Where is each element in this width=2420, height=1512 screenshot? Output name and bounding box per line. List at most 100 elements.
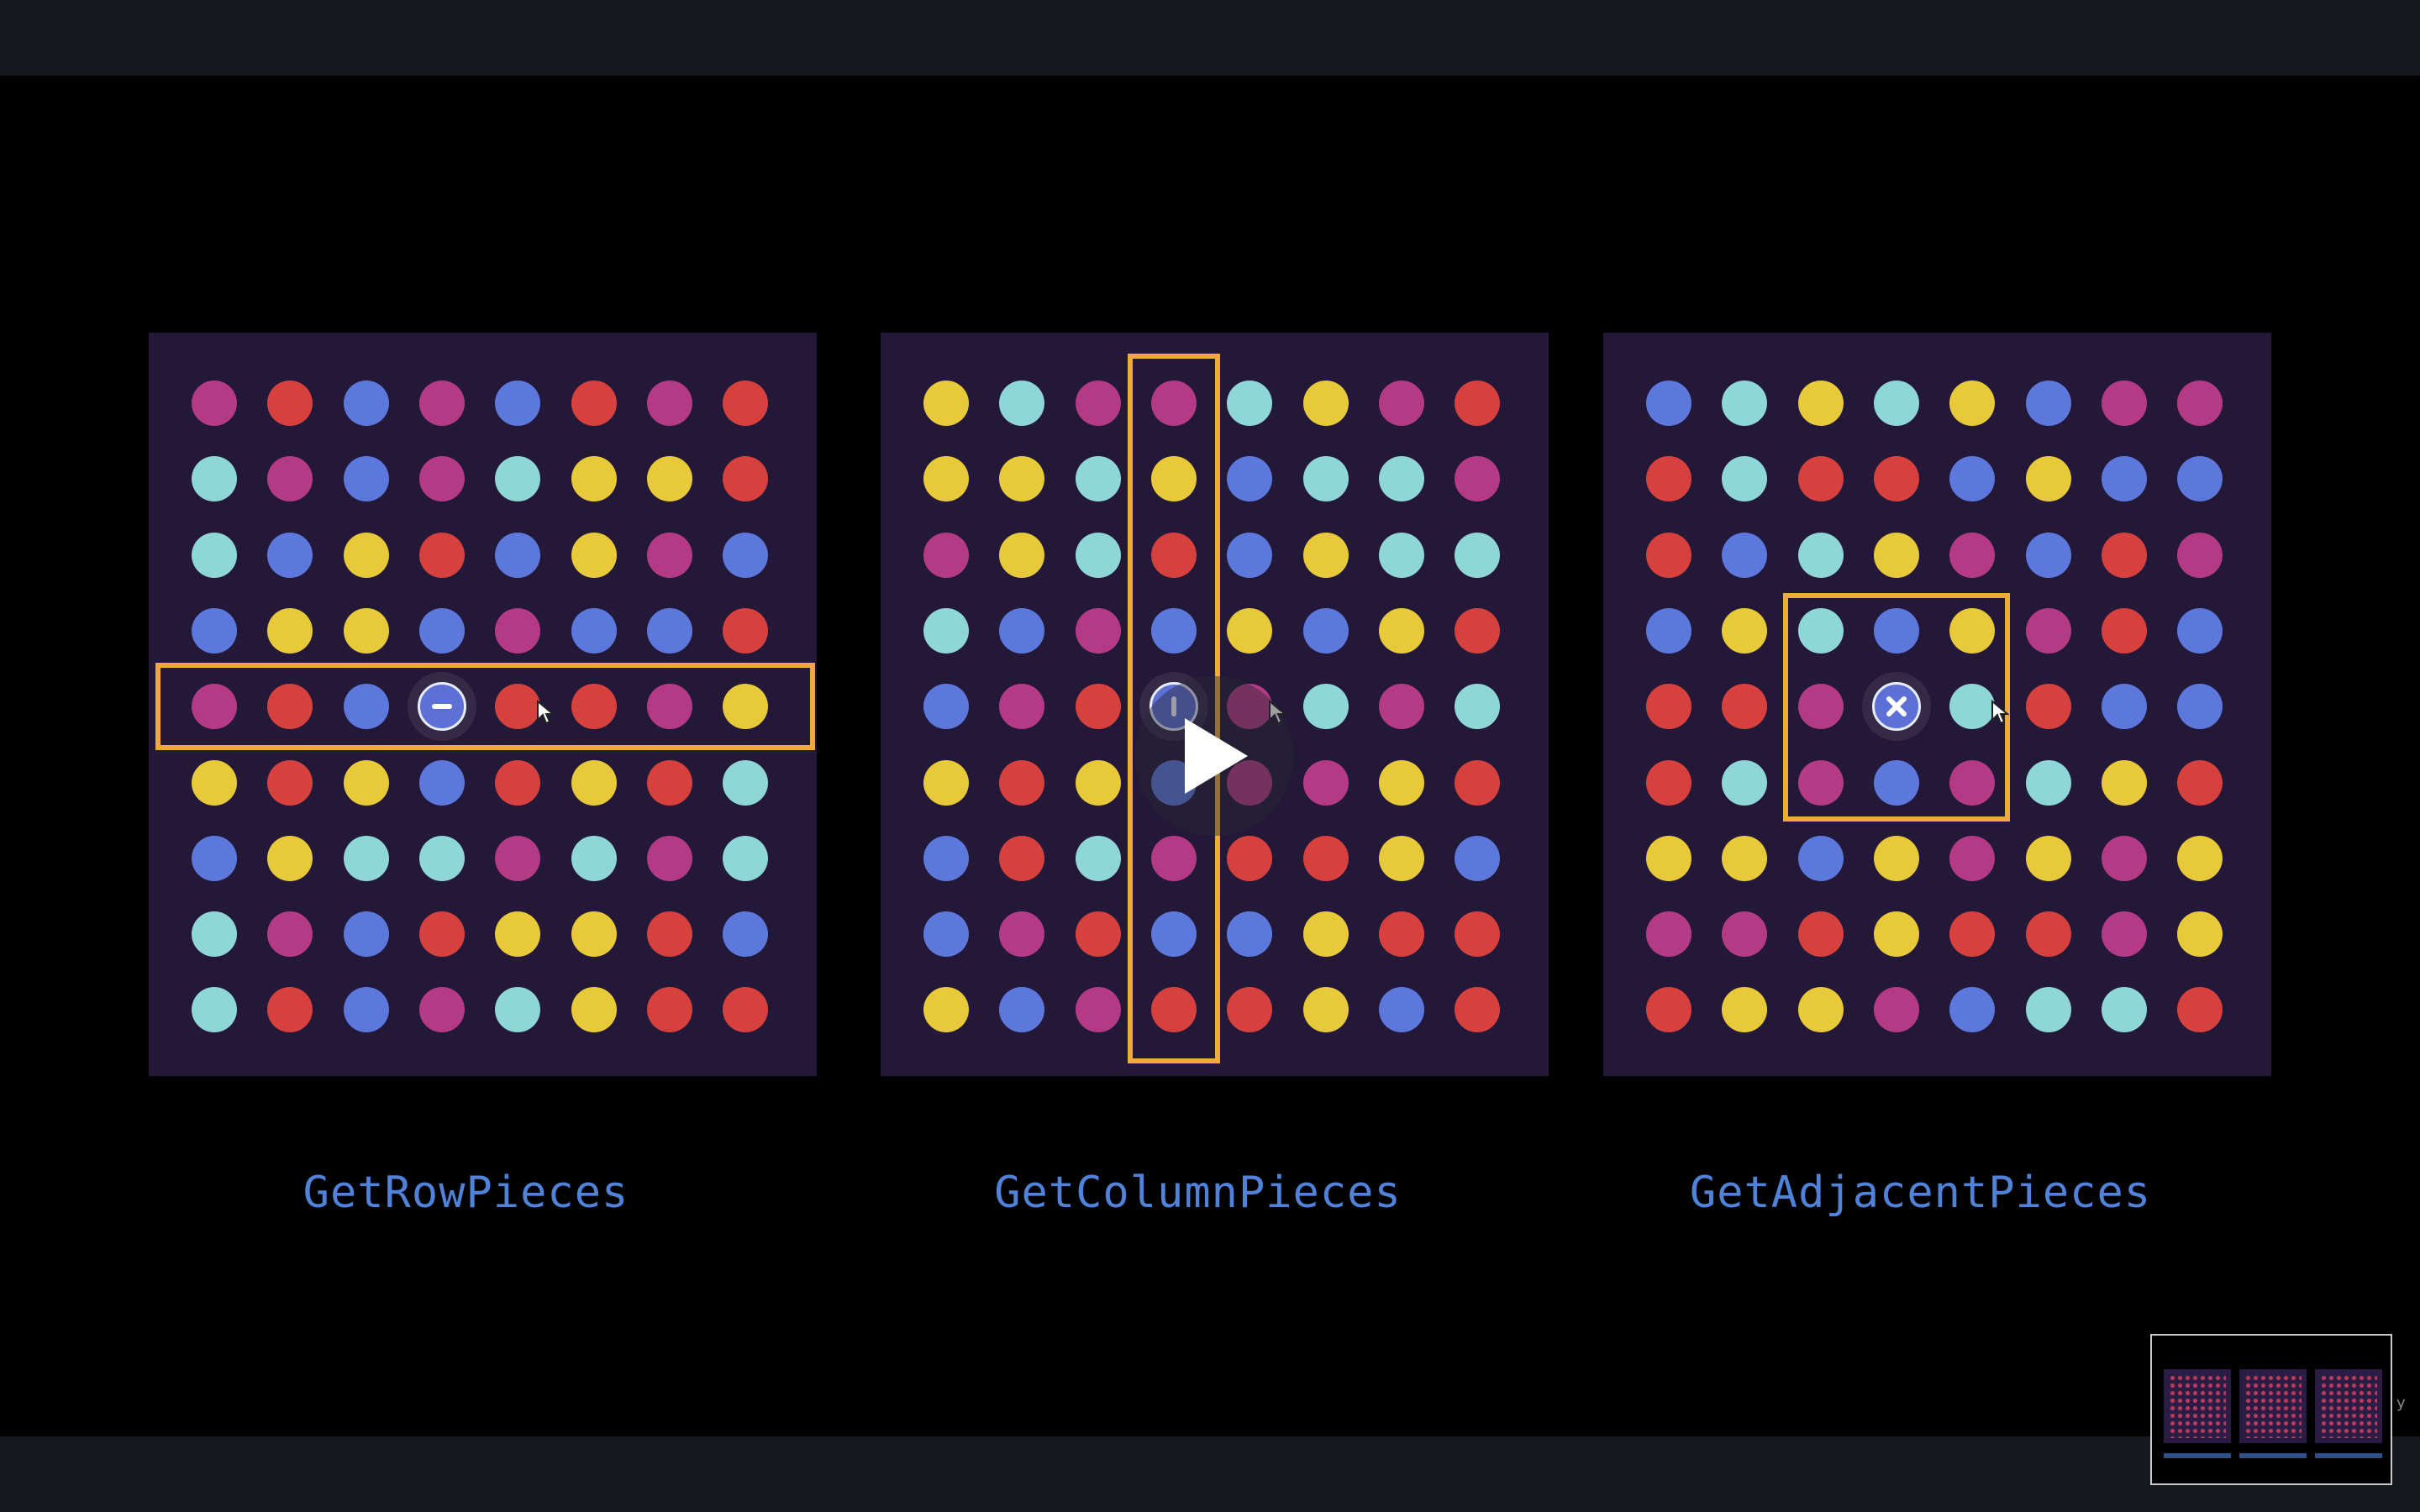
game-piece[interactable] [1797, 759, 1844, 806]
game-piece[interactable] [1646, 607, 1691, 654]
game-piece[interactable] [1075, 835, 1121, 881]
game-piece[interactable] [2177, 759, 2223, 806]
game-piece[interactable] [1227, 381, 1273, 426]
game-piece[interactable] [1646, 684, 1691, 730]
game-piece[interactable] [192, 532, 237, 578]
game-piece[interactable] [2177, 835, 2223, 881]
game-piece[interactable] [2025, 607, 2071, 654]
game-piece[interactable] [1302, 911, 1349, 958]
game-piece[interactable] [571, 607, 617, 654]
game-piece[interactable] [1797, 987, 1844, 1033]
game-piece[interactable] [1722, 456, 1768, 502]
game-piece[interactable] [1227, 835, 1273, 881]
game-piece[interactable] [495, 607, 541, 654]
game-piece[interactable] [1797, 456, 1844, 502]
game-piece[interactable] [495, 456, 541, 502]
game-piece[interactable] [1227, 607, 1273, 654]
game-piece[interactable] [1455, 532, 1501, 578]
game-piece[interactable] [1455, 684, 1501, 730]
game-piece[interactable] [1150, 911, 1197, 958]
game-piece[interactable] [923, 607, 969, 654]
game-piece[interactable] [1378, 532, 1424, 578]
game-piece[interactable] [1722, 381, 1768, 426]
game-piece[interactable] [1646, 456, 1691, 502]
game-piece[interactable] [1378, 987, 1424, 1033]
game-piece[interactable] [571, 759, 617, 806]
game-piece[interactable] [2177, 911, 2223, 958]
game-piece[interactable] [1302, 835, 1349, 881]
game-piece[interactable] [1949, 684, 1996, 730]
game-piece[interactable] [1075, 607, 1121, 654]
game-piece[interactable] [723, 381, 769, 426]
game-piece[interactable] [1302, 684, 1349, 730]
game-piece[interactable] [923, 532, 969, 578]
game-piece[interactable] [2101, 759, 2147, 806]
game-piece[interactable] [343, 911, 389, 958]
game-piece[interactable] [723, 835, 769, 881]
game-piece[interactable] [1797, 607, 1844, 654]
game-piece[interactable] [1150, 607, 1197, 654]
game-piece[interactable] [2177, 987, 2223, 1033]
game-piece[interactable] [418, 456, 465, 502]
game-piece[interactable] [1722, 987, 1768, 1033]
game-piece[interactable] [646, 684, 692, 730]
game-piece[interactable] [723, 684, 769, 730]
game-piece[interactable] [571, 381, 617, 426]
game-piece[interactable] [495, 381, 541, 426]
game-piece[interactable] [1797, 684, 1844, 730]
game-piece[interactable] [2025, 911, 2071, 958]
game-piece[interactable] [999, 911, 1045, 958]
game-piece[interactable] [1797, 911, 1844, 958]
game-piece[interactable] [1227, 456, 1273, 502]
game-piece[interactable] [2177, 607, 2223, 654]
game-piece[interactable] [1646, 532, 1691, 578]
game-piece[interactable] [1150, 381, 1197, 426]
game-piece[interactable] [267, 987, 313, 1033]
game-piece[interactable] [923, 911, 969, 958]
game-piece[interactable] [1075, 532, 1121, 578]
game-piece[interactable] [2025, 532, 2071, 578]
game-piece[interactable] [999, 607, 1045, 654]
game-piece[interactable] [1873, 759, 1919, 806]
game-piece[interactable] [1722, 607, 1768, 654]
game-piece[interactable] [1227, 759, 1273, 806]
game-piece[interactable] [1646, 835, 1691, 881]
game-piece[interactable] [2025, 835, 2071, 881]
game-piece[interactable] [1873, 987, 1919, 1033]
game-piece[interactable] [1455, 987, 1501, 1033]
game-piece[interactable] [571, 456, 617, 502]
game-piece[interactable] [2101, 911, 2147, 958]
play-button[interactable] [1134, 676, 1294, 836]
game-piece[interactable] [343, 381, 389, 426]
game-piece[interactable] [646, 607, 692, 654]
game-piece[interactable] [2101, 456, 2147, 502]
game-piece[interactable] [1302, 532, 1349, 578]
game-piece[interactable] [267, 456, 313, 502]
game-piece[interactable] [1150, 456, 1197, 502]
game-piece[interactable] [192, 759, 237, 806]
game-piece[interactable] [1646, 381, 1691, 426]
game-piece[interactable] [1150, 987, 1197, 1033]
game-piece[interactable] [1075, 987, 1121, 1033]
game-piece[interactable] [418, 835, 465, 881]
game-piece[interactable] [2101, 835, 2147, 881]
game-piece[interactable] [495, 759, 541, 806]
game-piece[interactable] [2101, 532, 2147, 578]
game-piece[interactable] [1455, 911, 1501, 958]
game-piece[interactable] [1646, 911, 1691, 958]
game-piece[interactable] [1378, 835, 1424, 881]
game-piece[interactable] [1949, 987, 1996, 1033]
game-piece[interactable] [646, 835, 692, 881]
game-piece[interactable] [1797, 835, 1844, 881]
game-piece[interactable] [923, 987, 969, 1033]
game-piece[interactable] [571, 835, 617, 881]
game-piece[interactable] [923, 456, 969, 502]
game-piece[interactable] [2177, 532, 2223, 578]
game-piece[interactable] [1302, 759, 1349, 806]
game-piece[interactable] [999, 381, 1045, 426]
game-piece[interactable] [1378, 607, 1424, 654]
game-piece[interactable] [923, 759, 969, 806]
game-piece[interactable] [418, 381, 465, 426]
game-piece[interactable] [999, 684, 1045, 730]
game-piece[interactable] [2025, 381, 2071, 426]
